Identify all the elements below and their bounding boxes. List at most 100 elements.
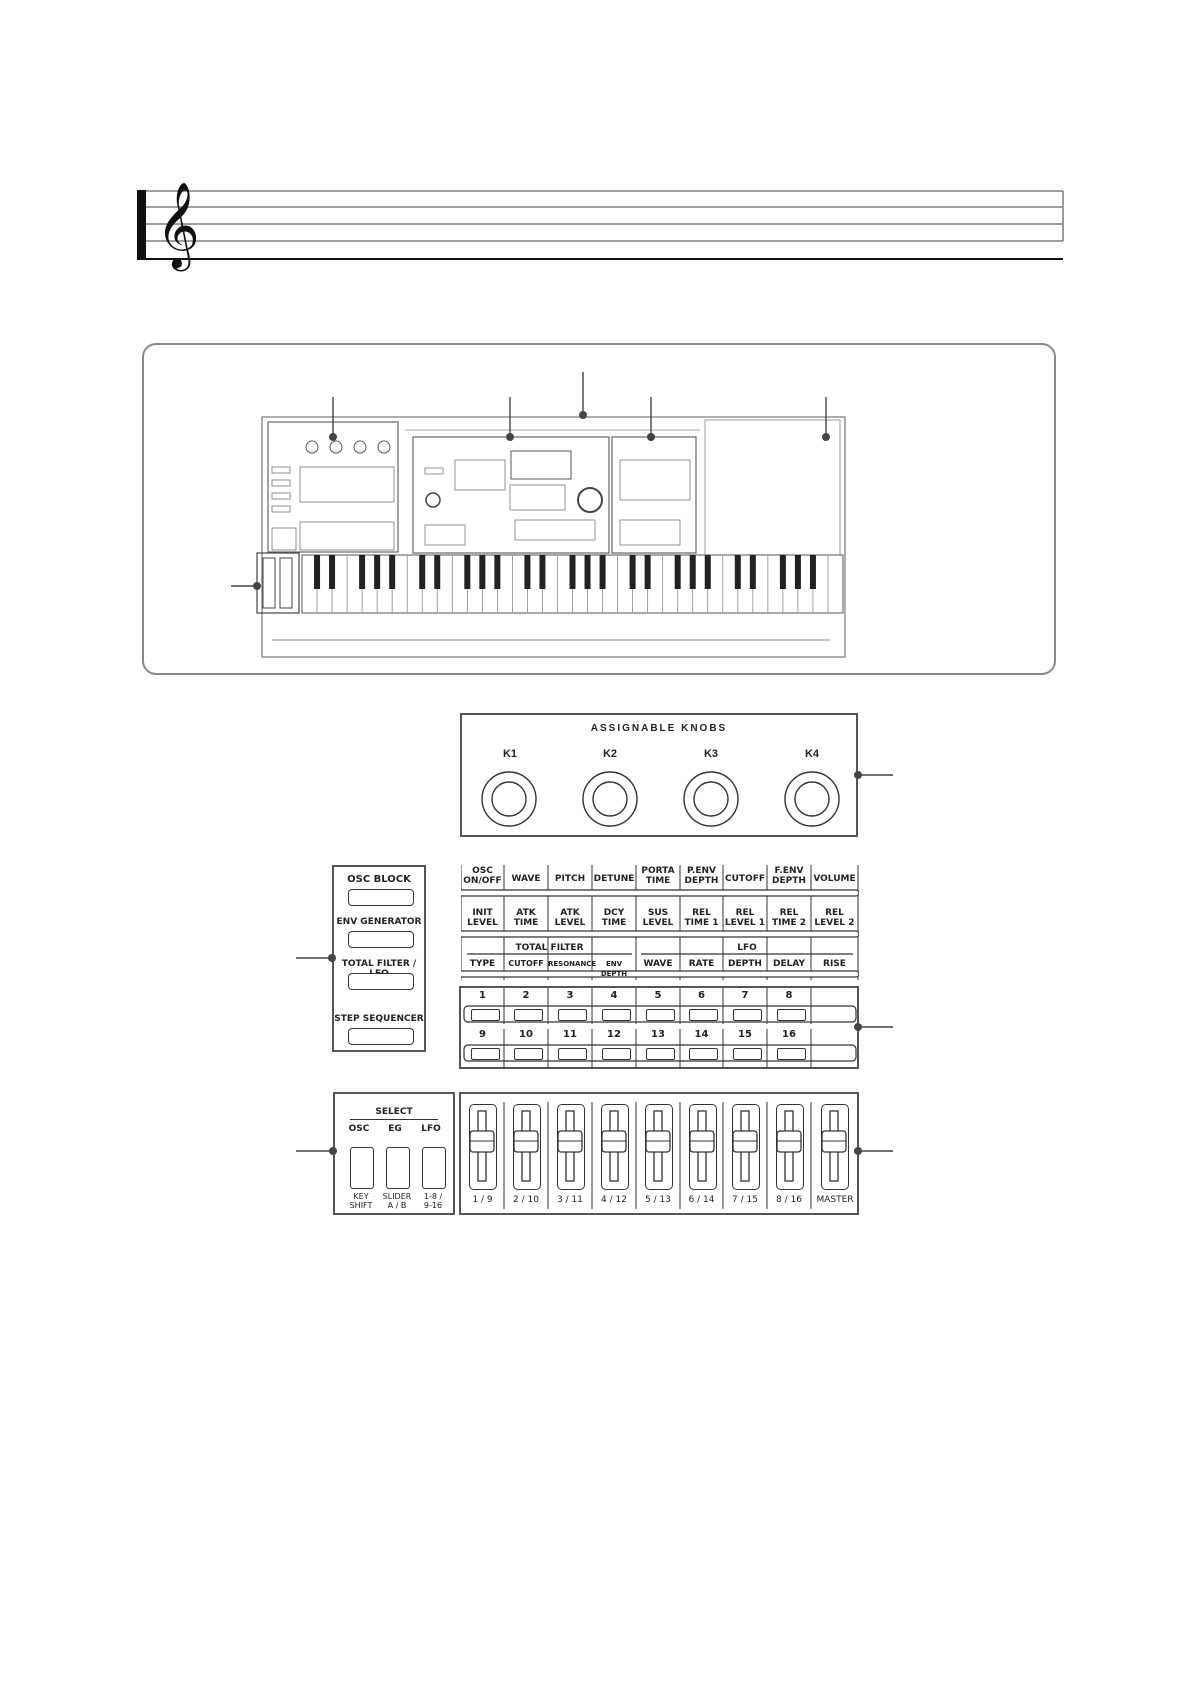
mode-buttons-panel: OSC BLOCK ENV GENERATOR TOTAL FILTER / L…: [332, 865, 426, 1052]
slider-label-5: 5 / 13: [645, 1195, 671, 1205]
step-button-10[interactable]: [514, 1048, 543, 1060]
step-range-button[interactable]: [422, 1147, 446, 1189]
param-sus-level: SUS LEVEL: [642, 908, 674, 928]
step-button-4[interactable]: [602, 1009, 631, 1021]
param-rel-level-1: REL LEVEL 1: [724, 908, 766, 928]
knob-label-k1: K1: [502, 748, 518, 760]
param-penv-depth: P.ENV DEPTH: [684, 866, 719, 886]
step-number-7: 7: [741, 990, 749, 1001]
keyboard-illustration: [231, 372, 846, 658]
step-button-11[interactable]: [558, 1048, 587, 1060]
param-lfo-delay: DELAY: [773, 959, 805, 969]
env-generator-button[interactable]: [348, 931, 414, 948]
slider-label-3: 3 / 11: [557, 1195, 583, 1205]
param-filter-env-depth: ENV DEPTH: [600, 960, 628, 978]
param-filter-resonance: RESONANCE: [548, 960, 597, 968]
param-rel-time-1: REL TIME 1: [684, 908, 719, 928]
step-button-6[interactable]: [689, 1009, 718, 1021]
step-sequencer-button[interactable]: [348, 1028, 414, 1045]
select-col-lfo: LFO: [421, 1124, 441, 1134]
step-number-15: 15: [738, 1029, 752, 1040]
step-button-2[interactable]: [514, 1009, 543, 1021]
step-number-1: 1: [479, 990, 486, 1001]
param-lfo-wave: WAVE: [643, 959, 673, 969]
param-wave: WAVE: [511, 874, 541, 884]
knob-label-k4: K4: [804, 748, 820, 760]
step-sequencer-label: STEP SEQUENCER: [334, 1014, 424, 1024]
param-fenv-depth: F.ENV DEPTH: [772, 866, 806, 886]
step-button-14[interactable]: [689, 1048, 718, 1060]
param-rel-time-2: REL TIME 2: [772, 908, 806, 928]
knob-k2[interactable]: [582, 771, 638, 827]
osc-block-button[interactable]: [348, 889, 414, 906]
step-number-13: 13: [651, 1029, 665, 1040]
env-generator-label: ENV GENERATOR: [336, 917, 422, 927]
select-title: SELECT: [375, 1107, 413, 1117]
param-porta-time: PORTA TIME: [641, 866, 675, 886]
step-number-5: 5: [654, 990, 662, 1001]
treble-clef-staff-icon: 𝄞: [137, 182, 1064, 272]
param-atk-time: ATK TIME: [513, 908, 539, 928]
knob-label-k2: K2: [602, 748, 618, 760]
param-dcy-time: DCY TIME: [601, 908, 627, 928]
step-button-16[interactable]: [777, 1048, 806, 1060]
total-filter-group-label: TOTAL FILTER: [515, 943, 584, 953]
slider-label-master: MASTER: [816, 1195, 854, 1205]
step-button-8[interactable]: [777, 1009, 806, 1021]
param-rel-level-2: REL LEVEL 2: [814, 908, 855, 928]
lfo-group-label: LFO: [737, 943, 757, 953]
step-number-14: 14: [694, 1029, 709, 1040]
param-volume: VOLUME: [813, 874, 856, 884]
step-button-7[interactable]: [733, 1009, 762, 1021]
step-button-15[interactable]: [733, 1048, 762, 1060]
param-osc-onoff: OSC ON/OFF: [463, 866, 502, 886]
total-filter-lfo-button[interactable]: [348, 973, 414, 990]
key-shift-button[interactable]: [350, 1147, 374, 1189]
slider-knobs: [469, 1110, 847, 1182]
step-number-11: 11: [563, 1029, 577, 1040]
step-guides: [463, 988, 857, 1068]
step-button-1[interactable]: [471, 1009, 500, 1021]
slider-ab-label: SLIDER A / B: [382, 1192, 412, 1210]
param-cutoff: CUTOFF: [725, 874, 765, 884]
select-panel: SELECT OSC EG LFO KEY SHIFT SLIDER A / B…: [333, 1092, 455, 1215]
step-button-5[interactable]: [646, 1009, 675, 1021]
step-button-12[interactable]: [602, 1048, 631, 1060]
knob-k1[interactable]: [481, 771, 537, 827]
step-range-label: 1-8 / 9-16: [423, 1192, 443, 1210]
slider-label-2: 2 / 10: [513, 1195, 539, 1205]
slider-label-4: 4 / 12: [601, 1195, 627, 1205]
osc-block-label: OSC BLOCK: [347, 874, 411, 885]
param-lfo-rise: RISE: [823, 959, 846, 969]
step-number-12: 12: [607, 1029, 621, 1040]
step-button-9[interactable]: [471, 1048, 500, 1060]
slider-label-8: 8 / 16: [776, 1195, 802, 1205]
knob-k4[interactable]: [784, 771, 840, 827]
slider-label-1: 1 / 9: [472, 1195, 493, 1205]
step-button-13[interactable]: [646, 1048, 675, 1060]
step-number-8: 8: [785, 990, 793, 1001]
parameter-guides: [461, 865, 859, 980]
slider-graphics: [503, 1102, 812, 1209]
knob-label-k3: K3: [703, 748, 719, 760]
step-button-3[interactable]: [558, 1009, 587, 1021]
step-number-16: 16: [782, 1029, 796, 1040]
param-lfo-rate: RATE: [688, 959, 715, 969]
param-atk-level: ATK LEVEL: [554, 908, 586, 928]
slider-ab-button[interactable]: [386, 1147, 410, 1189]
param-init-level: INIT LEVEL: [467, 908, 498, 928]
step-number-2: 2: [522, 990, 530, 1001]
assignable-knobs-title: ASSIGNABLE KNOBS: [590, 723, 728, 734]
sliders-panel: 1 / 9 2 / 10 3 / 11 4 / 12 5 / 13 6 / 14…: [459, 1092, 859, 1215]
param-pitch: PITCH: [554, 874, 586, 884]
slider-label-6: 6 / 14: [688, 1195, 715, 1205]
param-filter-type: TYPE: [469, 959, 496, 969]
staff-header: 𝄞: [0, 0, 1190, 280]
slider-label-7: 7 / 15: [732, 1195, 758, 1205]
param-filter-cutoff: CUTOFF: [508, 959, 544, 968]
keyboard-overview-frame: [142, 343, 1056, 675]
step-buttons-panel: 1 2 3 4 5 6 7 8 9 10 11 12 13 14 15 16: [459, 986, 859, 1069]
step-number-6: 6: [698, 990, 705, 1001]
knob-k3[interactable]: [683, 771, 739, 827]
